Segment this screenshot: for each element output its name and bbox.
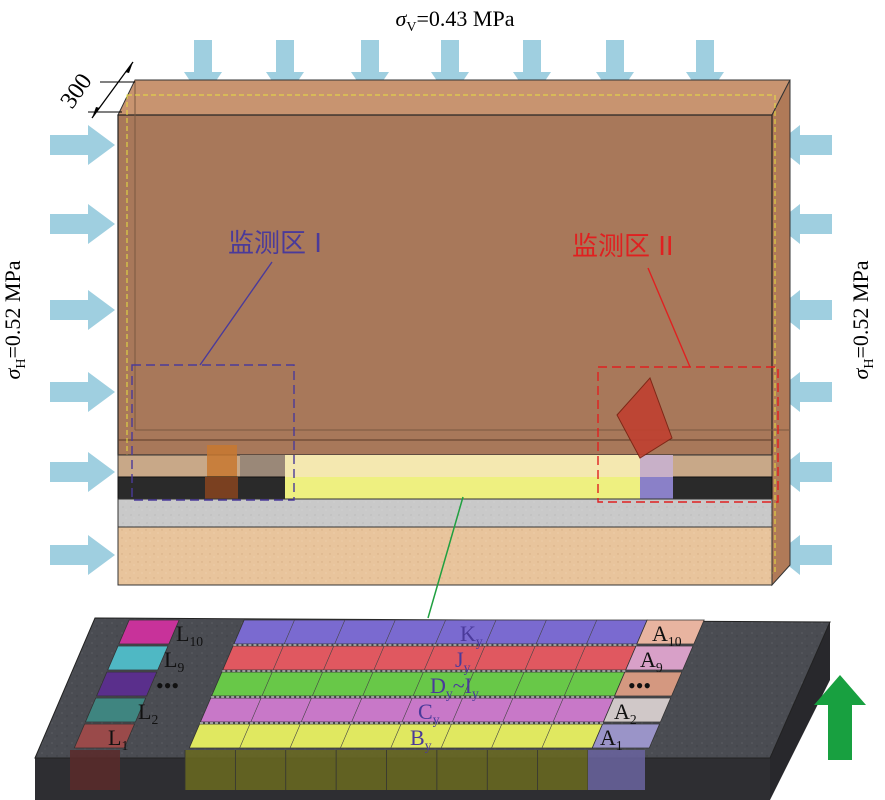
right-cell-label-3: ••• [628, 673, 651, 698]
left-cell-label-2: L9 [164, 647, 184, 675]
advance-direction-arrow [814, 675, 866, 760]
right-arrow-1 [50, 125, 115, 165]
row-cell-divider [362, 671, 374, 697]
left-load-arrows [50, 125, 115, 575]
row-cell-divider [412, 671, 424, 697]
row-cell-divider [563, 671, 575, 697]
right-arrow-5 [50, 452, 115, 492]
right-horizontal-stress-label: σH=0.52 MPa [848, 260, 877, 379]
row-cell-divider [535, 619, 547, 645]
row-cell-divider [463, 671, 475, 697]
row-cell-divider [435, 619, 446, 645]
row-cell-divider [575, 645, 586, 671]
row-cell-divider [283, 619, 295, 645]
thickness-value: 300 [56, 69, 98, 113]
right-cell-label-5: A1 [600, 725, 623, 753]
row-cell-divider [351, 697, 363, 723]
row-cell-divider [390, 723, 402, 749]
right-column-front-face [588, 750, 645, 790]
row-cell-divider [491, 723, 503, 749]
row-cell-divider [513, 671, 525, 697]
row-cell-divider [452, 697, 463, 723]
row-cell-divider [250, 697, 262, 723]
row-cell-divider [474, 645, 486, 671]
right-cell-4 [602, 697, 672, 723]
left-cell-label-3: ••• [156, 673, 179, 698]
right-cell-1 [636, 619, 705, 645]
row-label-5: By [410, 725, 432, 753]
row-cell-divider [272, 645, 284, 671]
row-cell-divider [485, 619, 497, 645]
row-cell-divider [440, 723, 452, 749]
row-cell-divider [541, 723, 553, 749]
left-cell-label-1: L10 [176, 621, 203, 649]
right-cell-5 [591, 723, 661, 749]
left-cell-5 [73, 723, 136, 749]
right-cell-label-2: A9 [640, 647, 663, 675]
right-cell-3 [613, 671, 683, 697]
row-cell-divider [524, 645, 536, 671]
right-arrow-2 [50, 204, 115, 244]
row-cell-divider [261, 671, 273, 697]
row-cell-divider [401, 697, 413, 723]
row-cell-divider [384, 619, 396, 645]
row-label-4: Cy [418, 699, 440, 727]
right-cell-2 [625, 645, 694, 671]
row-cell-divider [300, 697, 312, 723]
row-cell-divider [552, 697, 564, 723]
left-column-front-face [70, 750, 120, 790]
right-cell-label-4: A2 [614, 699, 637, 727]
left-cell-4 [84, 697, 147, 723]
row-cell-divider [373, 645, 385, 671]
row-label-2: Jy [455, 647, 471, 675]
row-cell-divider [586, 619, 598, 645]
row-cell-divider [423, 645, 435, 671]
right-arrow-4 [50, 372, 115, 412]
left-cell-2 [107, 645, 169, 671]
zone-1-label: 监测区 I [228, 229, 322, 259]
left-cell-label-5: L1 [108, 725, 128, 753]
left-horizontal-stress-label: σH=0.52 MPa [0, 260, 29, 379]
row-label-3: Dy~Iy [430, 673, 479, 701]
right-cell-label-1: A10 [652, 621, 682, 649]
right-arrow-3 [50, 290, 115, 330]
vertical-stress-label: σV=0.43 MPa [396, 6, 515, 35]
detail-leader-line [427, 496, 464, 619]
monitoring-zone-2: 监测区 II [572, 232, 779, 503]
row-cell-divider [239, 723, 251, 749]
model-block [117, 79, 791, 587]
monitoring-zone-1: 监测区 I [131, 229, 322, 501]
row-label-1: Ky [460, 621, 483, 649]
row-cell-divider [340, 723, 351, 749]
left-cell-1 [118, 619, 180, 645]
right-arrow-6 [50, 535, 115, 575]
zone-2-label: 监测区 II [572, 232, 674, 262]
left-cell-label-4: L2 [138, 699, 158, 727]
row-cell-divider [289, 723, 301, 749]
row-cell-divider [323, 645, 335, 671]
row-cell-divider [334, 619, 346, 645]
row-cell-divider [502, 697, 514, 723]
row-cell-divider [312, 671, 323, 697]
left-cell-3 [95, 671, 158, 697]
